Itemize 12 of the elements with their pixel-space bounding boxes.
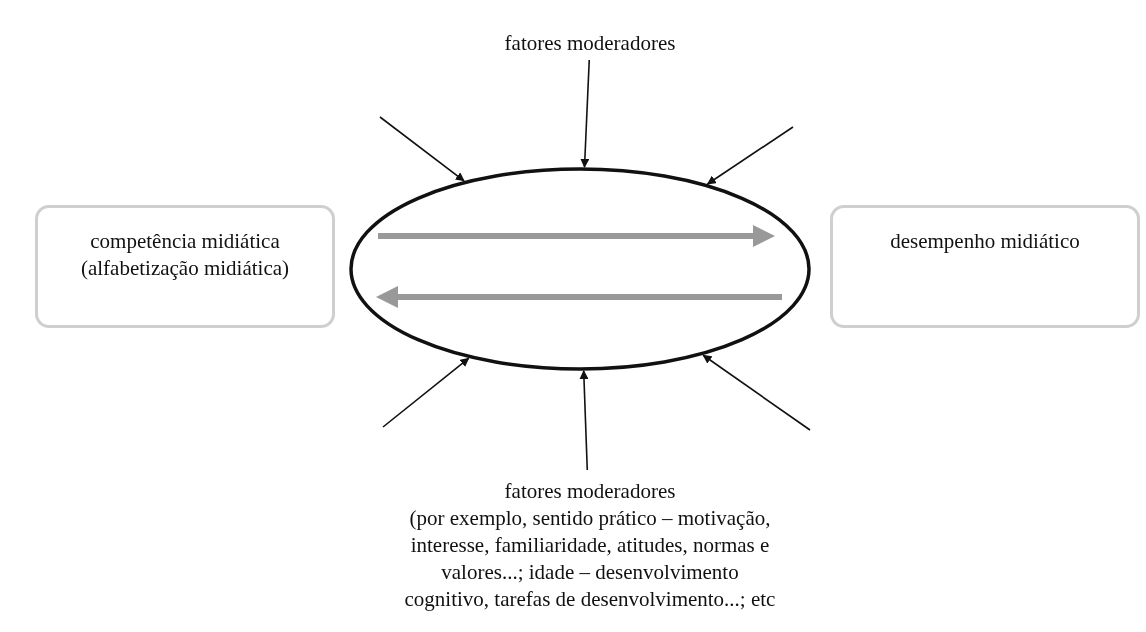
- heading-text: fatores moderadores: [504, 477, 676, 505]
- text-box: competência midiática (alfabetização midiática): [35, 205, 335, 328]
- arrow: [579, 370, 589, 471]
- arrow: [580, 59, 591, 168]
- heading-text: fatores moderadores: [504, 29, 676, 57]
- arrow: [379, 116, 465, 182]
- arrow: [382, 357, 470, 428]
- arrow: [702, 354, 811, 431]
- arrow: [706, 126, 794, 185]
- ellipse-shape: [349, 167, 811, 371]
- text-box: desempenho midiático: [830, 205, 1140, 328]
- note-text: (por exemplo, sentido prático – motivação, interesse, familiaridade, atitudes, normas e valores...; idade – desenvolvimento cognitivo, tarefas de desenvolvimento...; etc: [403, 504, 777, 613]
